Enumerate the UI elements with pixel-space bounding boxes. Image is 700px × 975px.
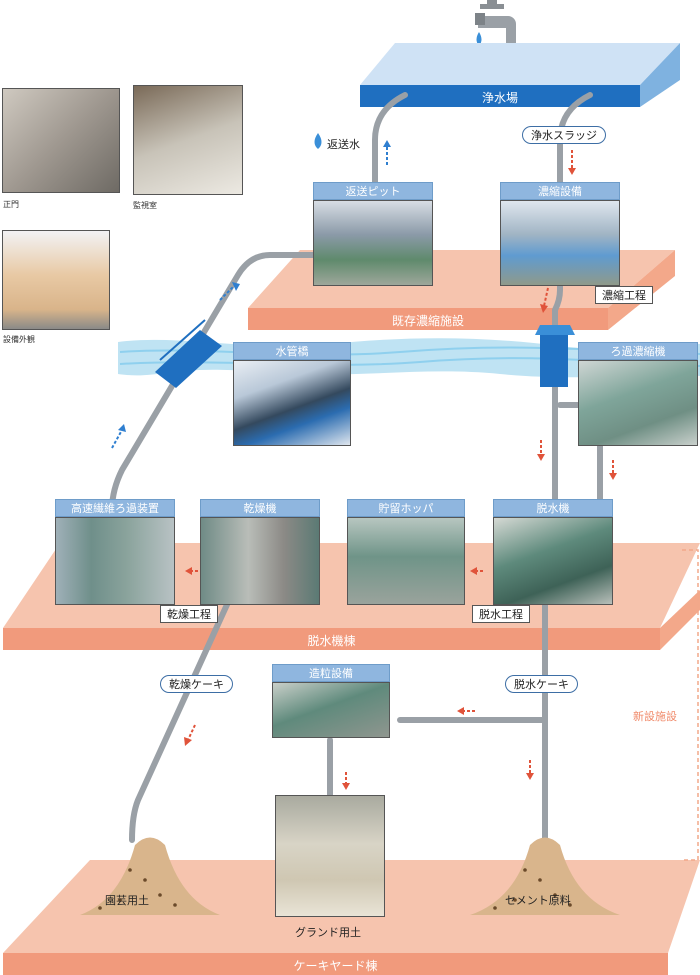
sludge-tag: 浄水スラッジ (522, 126, 606, 144)
pipes (109, 92, 603, 843)
dehydrator-photo (493, 517, 613, 605)
ground-soil-label: グランド用土 (295, 926, 361, 939)
gate-caption: 正門 (3, 200, 19, 209)
bridge-right (535, 325, 575, 387)
filter-thickener-title: ろ過濃縮機 (578, 342, 698, 360)
purification-plant-box (360, 43, 680, 107)
dry-cake-tag: 乾燥ケーキ (160, 675, 233, 693)
new-facility-bracket (682, 549, 699, 861)
cement-material-pile (470, 837, 620, 915)
purification-plant-label: 浄水場 (481, 91, 518, 105)
monitor-room-photo (133, 85, 243, 195)
monitor-caption: 監視室 (133, 201, 157, 210)
garden-soil-label: 園芸用土 (105, 894, 149, 907)
dehydrator-title: 脱水機 (493, 499, 613, 517)
dehydr-cake-tag: 脱水ケーキ (505, 675, 578, 693)
bridge-left (155, 319, 222, 388)
granulator-title: 造粒設備 (272, 664, 390, 682)
return-pit-photo (313, 200, 433, 286)
filter-thickener-photo (578, 360, 698, 446)
new-facility-label: 新設施設 (633, 710, 677, 723)
water-bridge-title: 水管橋 (233, 342, 351, 360)
garden-soil-pile (80, 837, 220, 915)
return-pit-title: 返送ピット (313, 182, 433, 200)
dehydr-process-tag: 脱水工程 (472, 605, 530, 623)
cake-yard-label: ケーキヤード棟 (293, 959, 378, 973)
flow-arrows (111, 140, 617, 790)
hopper-title: 貯留ホッパ (347, 499, 465, 517)
granulator-photo (272, 682, 390, 738)
water-drop-icon (314, 133, 322, 149)
high-speed-filter-photo (55, 517, 175, 605)
exterior-caption: 設備外観 (3, 335, 35, 344)
thickener-title: 濃縮設備 (500, 182, 620, 200)
dryer-title: 乾燥機 (200, 499, 320, 517)
hopper-photo (347, 517, 465, 605)
water-bridge-photo (233, 360, 351, 446)
existing-facility-label: 既存濃縮施設 (391, 314, 464, 328)
high-speed-filter-title: 高速繊維ろ過装置 (55, 499, 175, 517)
gate-photo (2, 88, 120, 193)
thickener-photo (500, 200, 620, 286)
thicken-process-tag: 濃縮工程 (595, 286, 653, 304)
cement-label: セメント原料 (505, 894, 571, 907)
dry-process-tag: 乾燥工程 (160, 605, 218, 623)
dryer-photo (200, 517, 320, 605)
ground-soil-photo (275, 795, 385, 917)
exterior-photo (2, 230, 110, 330)
dehydrator-building-label: 脱水機棟 (307, 634, 356, 648)
return-water-label: 返送水 (327, 138, 360, 151)
